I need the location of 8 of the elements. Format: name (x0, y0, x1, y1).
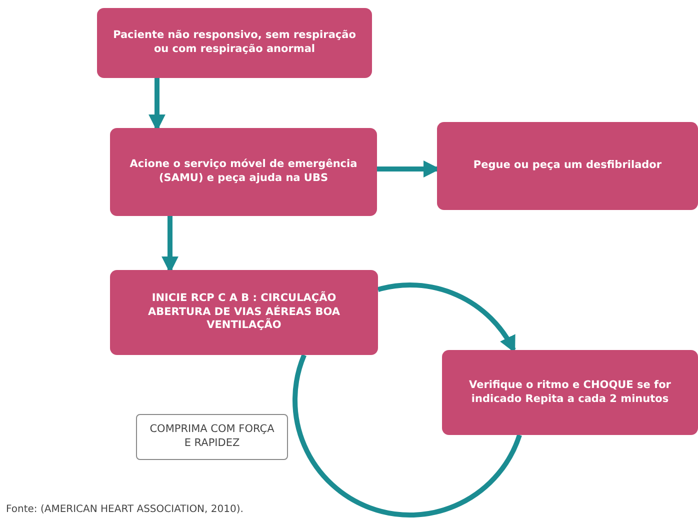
note-box: COMPRIMA COM FORÇA E RAPIDEZ (136, 414, 288, 460)
process-box: Pegue ou peça um desfibrilador (437, 122, 698, 210)
process-box: Verifique o ritmo e CHOQUE se for indicado Repita a cada 2 minutos (442, 350, 698, 435)
process-box: Paciente não responsivo, sem respiração ou com respiração anormal (97, 8, 372, 78)
caption: Fonte: (AMERICAN HEART ASSOCIATION, 2010). (6, 504, 244, 515)
process-box: Acione o serviço móvel de emergência (SAMU) e peça ajuda na UBS (110, 128, 377, 216)
process-box: INICIE RCP C A B : CIRCULAÇÃO ABERTURA DE VIAS AÉREAS BOA VENTILAÇÃO (110, 270, 378, 355)
arrow (377, 282, 516, 353)
